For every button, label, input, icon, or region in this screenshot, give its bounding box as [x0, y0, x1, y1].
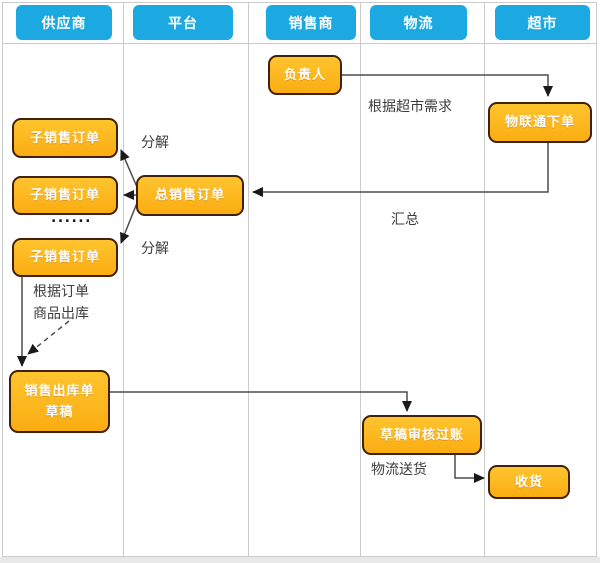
label-ellipsis: ...... [51, 210, 92, 226]
page-bottom-strip [0, 557, 600, 563]
label-decompose-bottom: 分解 [141, 241, 169, 257]
lane-header-supplier: 供应商 [16, 5, 112, 40]
node-sub-sales-order-1: 子销售订单 [12, 118, 118, 158]
node-sales-outbound-draft-line2: 草稿 [45, 404, 74, 420]
node-draft-review-posting: 草稿审核过账 [362, 415, 482, 455]
node-responsible-person: 负责人 [268, 55, 342, 95]
lane-header-supermarket: 超市 [495, 5, 590, 40]
label-logistics-delivery: 物流送货 [371, 462, 427, 478]
label-per-supermarket-demand: 根据超市需求 [368, 99, 452, 115]
connector-iot-order-to-total-order [252, 143, 549, 197]
label-summarize: 汇总 [391, 212, 419, 228]
connector-dashed-per-order-to-outbound-draft [27, 320, 70, 355]
label-per-order-line2: 商品出库 [33, 306, 89, 322]
lane-header-logistics: 物流 [370, 5, 467, 40]
connector-draft-review-to-receive [454, 455, 485, 483]
swimlane-grid [2, 2, 597, 557]
label-per-order-line1: 根据订单 [33, 284, 89, 300]
node-receive-goods: 收货 [488, 465, 570, 499]
node-sub-sales-order-3: 子销售订单 [12, 238, 118, 277]
node-sales-outbound-draft: 销售出库单 草稿 [9, 370, 110, 433]
connector-total-to-sub-order-1 [120, 149, 138, 188]
node-iot-order: 物联通下单 [488, 102, 592, 143]
node-sub-sales-order-2: 子销售订单 [12, 176, 118, 215]
lane-header-platform: 平台 [133, 5, 233, 40]
connector-responsible-to-iot-order [342, 74, 553, 97]
connector-total-to-sub-order-3 [120, 202, 138, 244]
label-decompose-top: 分解 [141, 135, 169, 151]
connector-outbound-draft-to-draft-review [110, 391, 412, 412]
lane-header-seller: 销售商 [266, 5, 356, 40]
node-sales-outbound-draft-line1: 销售出库单 [24, 383, 95, 399]
node-total-sales-order: 总销售订单 [136, 175, 244, 216]
